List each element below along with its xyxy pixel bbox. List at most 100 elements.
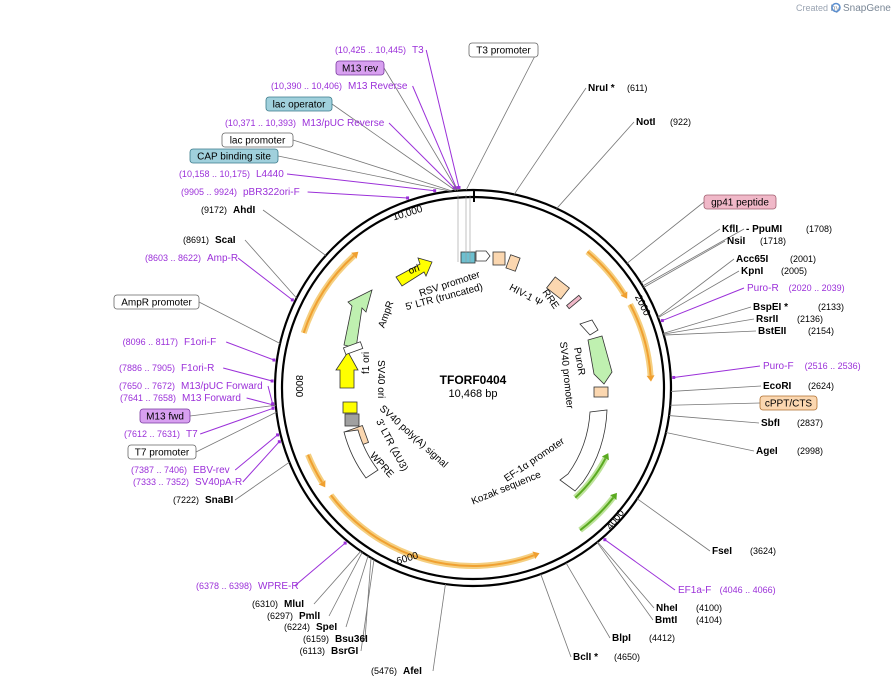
feature-box-label: cPPT/CTS	[765, 399, 813, 410]
primer-position: (8096 .. 8117)	[123, 337, 178, 347]
primer-name: EBV-rev	[193, 465, 230, 476]
enzyme-name: NotI	[636, 117, 656, 128]
primer-name: L4440	[256, 169, 284, 180]
enzyme-position: (6310)	[252, 599, 278, 609]
primer-position: (10,390 .. 10,406)	[271, 81, 342, 91]
enzyme-name: NsiI	[727, 236, 746, 247]
feature-arcs	[300, 249, 655, 569]
primer-position: (2020 .. 2039)	[789, 283, 845, 293]
brand-text: SnapGene	[843, 3, 891, 14]
enzyme-position: (9172)	[201, 205, 227, 215]
enzyme-position: (922)	[670, 117, 691, 127]
primer-name: T3	[412, 45, 424, 56]
enzyme-name: - PpuMI	[746, 224, 782, 235]
enzyme-position: (1708)	[806, 224, 832, 234]
feature-box	[759, 395, 818, 411]
primer-position: (7650 .. 7672)	[119, 381, 175, 391]
enzyme-name: KflI	[722, 224, 738, 235]
feature-box	[113, 294, 200, 310]
feature-box-label: gp41 peptide	[711, 198, 769, 209]
primer-position: (7333 .. 7352)	[133, 477, 189, 487]
primer-position: (4046 .. 4066)	[720, 585, 776, 595]
feature-box	[265, 96, 333, 112]
plasmid-length: 10,468 bp	[449, 388, 498, 400]
feature-shapes	[335, 250, 613, 492]
enzyme-name: ScaI	[215, 235, 236, 246]
enzyme-position: (4100)	[696, 603, 722, 613]
enzyme-position: (4104)	[696, 615, 722, 625]
enzyme-position: (2005)	[781, 266, 807, 276]
primer-position: (10,158 .. 10,175)	[179, 169, 250, 179]
primer-name: Puro-R	[747, 283, 779, 294]
primer-name: pBR322ori-F	[243, 187, 300, 198]
enzyme-position: (6159)	[303, 634, 329, 644]
feature-box-label: lac operator	[273, 100, 326, 111]
enzyme-name: RsrII	[756, 314, 778, 325]
primer-position: (10,371 .. 10,393)	[225, 118, 296, 128]
primer-name: M13 Forward	[182, 393, 241, 404]
enzyme-name: MluI	[284, 599, 304, 610]
feature-box	[127, 444, 197, 460]
plasmid-name: TFORF0404	[440, 373, 507, 387]
enzyme-position: (2837)	[797, 418, 823, 428]
enzyme-name: AhdI	[233, 205, 255, 216]
primer-position: (7886 .. 7905)	[119, 363, 175, 373]
enzyme-position: (611)	[627, 83, 647, 93]
enzyme-position: (2001)	[790, 254, 816, 264]
feature-box-label: lac promoter	[230, 136, 286, 147]
primer-position: (7387 .. 7406)	[131, 465, 187, 475]
primer-position: (7641 .. 7658)	[120, 393, 176, 403]
primer-name: F1ori-R	[181, 363, 214, 374]
backbone-outer	[273, 188, 673, 588]
tick-label: 10,000	[392, 204, 425, 224]
credit-text: Created by	[796, 3, 841, 13]
feature-label: AmpR	[377, 300, 397, 330]
enzyme-position: (4650)	[614, 652, 640, 662]
enzyme-position: (1718)	[760, 236, 786, 246]
primer-position: (9905 .. 9924)	[181, 187, 237, 197]
enzyme-name: EcoRI	[763, 381, 792, 392]
enzyme-name: BspEI *	[753, 302, 788, 313]
enzyme-name: BclI *	[573, 652, 598, 663]
enzyme-name: BmtI	[655, 615, 677, 626]
enzyme-position: (6224)	[284, 622, 310, 632]
enzyme-name: FseI	[712, 546, 732, 557]
enzyme-labels: NruI * (611) NotI (922) KflI - PpuMI (1708) Nsi…	[173, 83, 844, 677]
primer-name: M13/pUC Forward	[181, 381, 263, 392]
primer-labels: T3(10,425 .. 10,445)M13 Reverse(10,390 .…	[119, 45, 861, 596]
feature-box	[468, 42, 539, 58]
primer-position: (7612 .. 7631)	[124, 429, 180, 439]
enzyme-name: BlpI	[612, 633, 631, 644]
enzyme-position: (2133)	[818, 302, 844, 312]
primer-name: T7	[186, 429, 198, 440]
feature-box	[335, 60, 385, 76]
leader-lines	[189, 49, 762, 672]
primer-name: F1ori-F	[184, 337, 216, 348]
feature-box-label: M13 fwd	[146, 412, 184, 423]
enzyme-name: AgeI	[756, 446, 778, 457]
enzyme-name: NruI *	[588, 83, 615, 94]
enzyme-position: (4412)	[649, 633, 675, 643]
primer-position: (2516 .. 2536)	[805, 361, 861, 371]
enzyme-position: (5476)	[371, 666, 397, 676]
enzyme-name: BstEII	[758, 326, 787, 337]
enzyme-position: (6297)	[267, 611, 293, 621]
feature-label: SV40 ori	[375, 360, 386, 398]
enzyme-name: AfeI	[403, 666, 422, 677]
primer-name: WPRE-R	[258, 581, 299, 592]
feature-box-label: CAP binding site	[197, 152, 271, 163]
enzyme-position: (2136)	[797, 314, 823, 324]
tick-label: 4000	[605, 508, 628, 533]
primer-name: Amp-R	[207, 253, 238, 264]
feature-label: PuroR	[571, 347, 587, 377]
enzyme-name: SpeI	[316, 622, 337, 633]
enzyme-name: SnaBI	[205, 495, 234, 506]
primer-position: (6378 .. 6398)	[196, 581, 252, 591]
feature-box-label: T3 promoter	[476, 46, 531, 57]
feature-label: HIV-1 Ψ	[507, 282, 544, 309]
feature-box-label: AmpR promoter	[121, 298, 192, 309]
enzyme-name: NheI	[656, 603, 678, 614]
primer-name: SV40pA-R	[195, 477, 242, 488]
primer-position: (10,425 .. 10,445)	[335, 45, 406, 55]
